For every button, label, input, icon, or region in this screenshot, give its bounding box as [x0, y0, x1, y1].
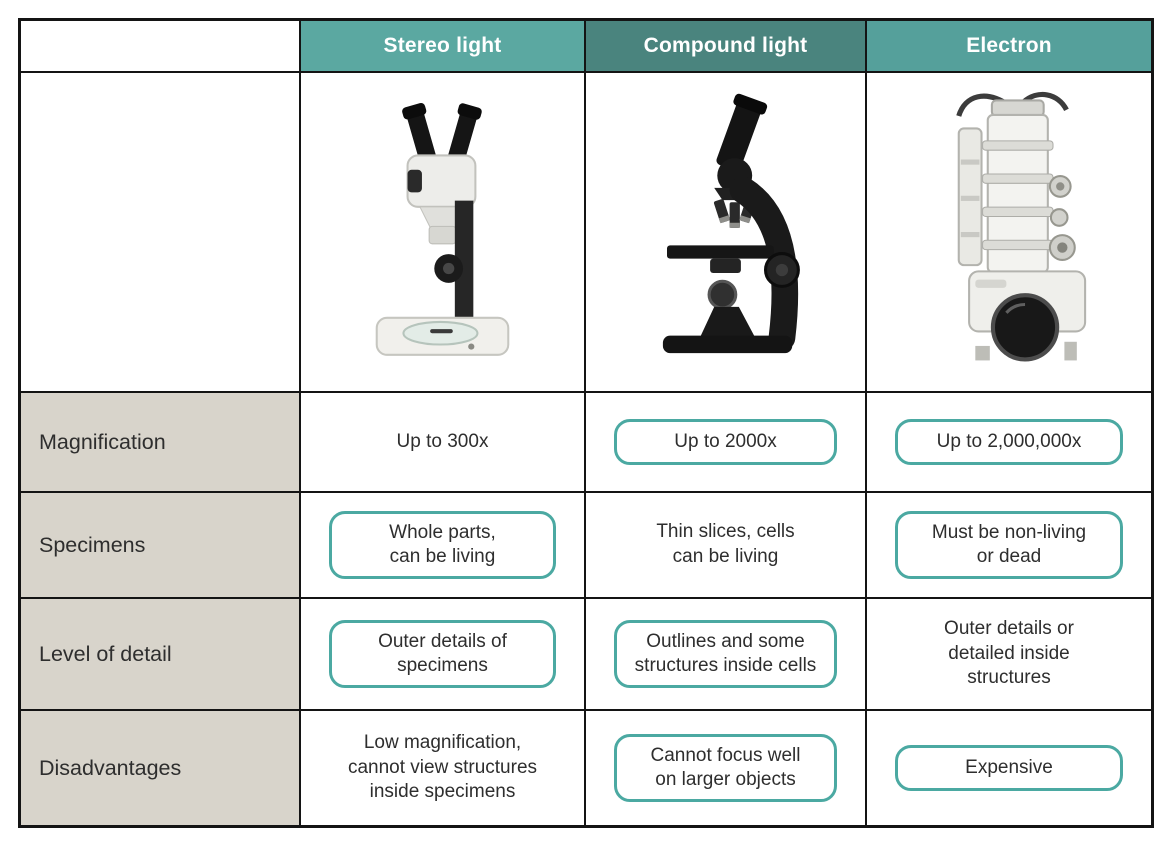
cell-electron-disadvantages: Expensive [867, 711, 1151, 825]
cell-electron-image [867, 73, 1151, 393]
cell-compound-specimens: Thin slices, cells can be living [586, 493, 867, 599]
cell-stereo-disadvantages: Low magnification, cannot view structure… [301, 711, 586, 825]
row-label-disadvantages: Disadvantages [21, 711, 301, 825]
cell-compound-level-of-detail: Outlines and some structures inside cell… [586, 599, 867, 711]
row-label-level-of-detail: Level of detail [21, 599, 301, 711]
cell-text: Up to 2000x [674, 431, 777, 453]
highlight-box: Up to 2,000,000x [895, 419, 1123, 465]
highlight-box: Expensive [895, 745, 1123, 791]
cell-stereo-magnification: Up to 300x [301, 393, 586, 493]
highlight-box: Must be non-living or dead [895, 511, 1123, 579]
cell-compound-disadvantages: Cannot focus well on larger objects [586, 711, 867, 825]
image-row-empty-cell [21, 73, 301, 393]
compound-light-microscope-illustration [662, 93, 800, 354]
cell-stereo-specimens: Whole parts, can be living [301, 493, 586, 599]
highlight-box: Up to 2000x [614, 419, 837, 465]
cell-electron-level-of-detail: Outer details or detailed inside structu… [867, 599, 1151, 711]
cell-electron-magnification: Up to 2,000,000x [867, 393, 1151, 493]
cell-text: Low magnification, cannot view structure… [347, 731, 538, 803]
cell-stereo-level-of-detail: Outer details of specimens [301, 599, 586, 711]
cell-text: Whole parts, can be living [389, 522, 496, 567]
corner-empty-cell [21, 21, 301, 73]
stereo-light-microscope-illustration [375, 102, 510, 356]
cell-text: Cannot focus well on larger objects [650, 745, 801, 790]
cell-text: Thin slices, cells can be living [656, 521, 795, 567]
highlight-box: Outlines and some structures inside cell… [614, 620, 837, 688]
highlight-box: Whole parts, can be living [329, 511, 556, 579]
row-label-magnification: Magnification [21, 393, 301, 493]
column-header-compound-light: Compound light [586, 21, 867, 73]
highlight-box: Cannot focus well on larger objects [614, 734, 837, 802]
electron-microscope-image [877, 79, 1141, 385]
stereo-light-microscope-image [311, 79, 574, 385]
cell-text: Up to 300x [396, 430, 489, 452]
row-label-specimens: Specimens [21, 493, 301, 599]
cell-text: Outer details or detailed inside structu… [944, 617, 1074, 689]
cell-stereo-image [301, 73, 586, 393]
column-header-stereo-light: Stereo light [301, 21, 586, 73]
highlight-box: Outer details of specimens [329, 620, 556, 688]
cell-text: Must be non-living or dead [931, 522, 1087, 567]
cell-electron-specimens: Must be non-living or dead [867, 493, 1151, 599]
cell-text: Outlines and some structures inside cell… [634, 631, 817, 676]
electron-microscope-illustration [955, 91, 1086, 362]
cell-text: Expensive [965, 757, 1053, 779]
cell-compound-image [586, 73, 867, 393]
cell-text: Up to 2,000,000x [936, 431, 1082, 453]
comparison-table: Stereo light Compound light Electron [18, 18, 1154, 828]
cell-text: Outer details of specimens [378, 631, 507, 676]
compound-light-microscope-image [596, 79, 855, 385]
cell-compound-magnification: Up to 2000x [586, 393, 867, 493]
column-header-electron: Electron [867, 21, 1151, 73]
